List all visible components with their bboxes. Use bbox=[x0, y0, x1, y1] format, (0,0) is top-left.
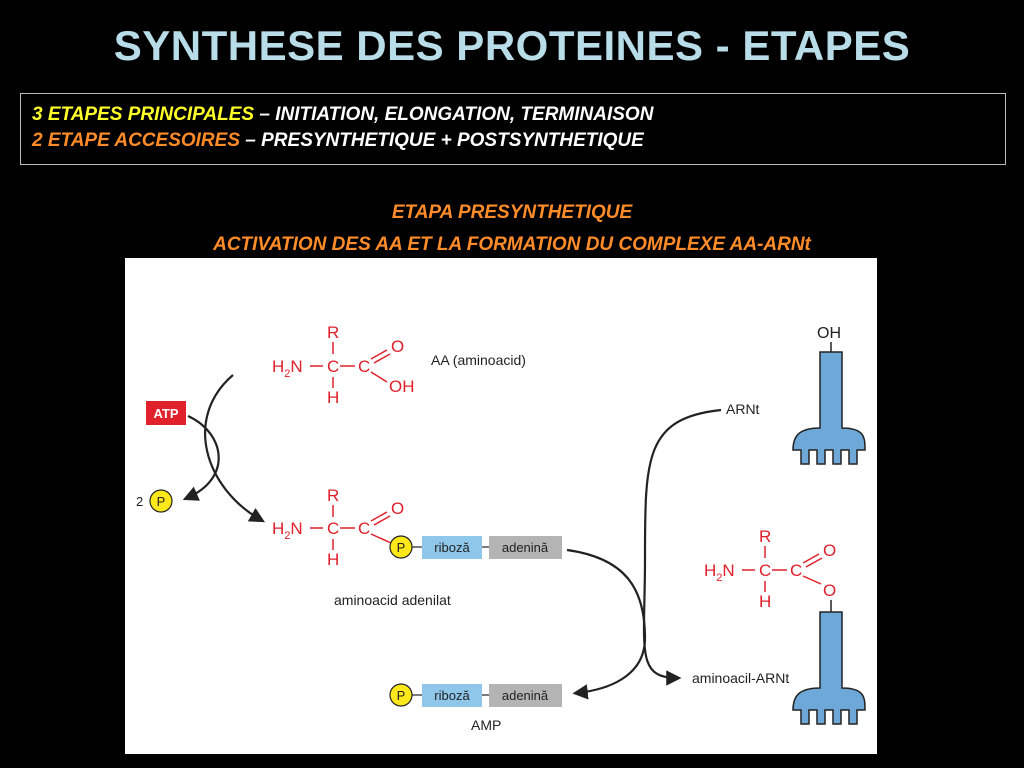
adenine-label: adenină bbox=[502, 540, 549, 555]
alpha-carbon: C bbox=[327, 357, 339, 376]
carbonyl-oxygen: O bbox=[391, 337, 404, 356]
alpha-hydrogen: H bbox=[759, 592, 771, 611]
ribose-label: riboză bbox=[434, 540, 470, 555]
accessory-stages-label: 2 ETAPE ACCESOIRES bbox=[32, 130, 240, 151]
alpha-carbon: C bbox=[327, 519, 339, 538]
amino-group: H2N bbox=[704, 561, 735, 584]
main-stages-label: 3 ETAPES PRINCIPALES bbox=[32, 104, 255, 125]
summary-box: 3 ETAPES PRINCIPALES – INITIATION, ELONG… bbox=[20, 93, 1006, 165]
adenine-box bbox=[489, 536, 562, 559]
ribose-box bbox=[422, 536, 482, 559]
trna-shape bbox=[792, 351, 866, 465]
ester-oxygen: O bbox=[823, 581, 836, 600]
amp-release-arrow bbox=[566, 548, 647, 700]
r-group: R bbox=[759, 527, 771, 546]
aminoacyl-trna-label: aminoacil-ARNt bbox=[692, 670, 789, 686]
pyrophosphate-circle bbox=[149, 489, 173, 513]
r-group: R bbox=[327, 323, 339, 342]
carboxyl-carbon: C bbox=[358, 357, 370, 376]
trna-oh-label: OH bbox=[817, 325, 841, 342]
aa-label: AA (aminoacid) bbox=[431, 352, 526, 368]
amino-group: H2N bbox=[272, 519, 303, 542]
amp-adenine-box bbox=[489, 684, 562, 707]
amp-ribose-label: riboză bbox=[434, 688, 470, 703]
amino-group: H2N bbox=[272, 357, 303, 380]
pyrophosphate-label: P bbox=[157, 494, 166, 509]
summary-line-2: 2 ETAPE ACCESOIRES – PRESYNTHETIQUE + PO… bbox=[32, 128, 1005, 154]
diagram-panel: R H2N C C H O OH AA (aminoacid) ATP 2 P … bbox=[125, 258, 877, 754]
alpha-hydrogen: H bbox=[327, 388, 339, 407]
alpha-hydrogen: H bbox=[327, 550, 339, 569]
carbonyl-oxygen: O bbox=[391, 499, 404, 518]
activation-arrow bbox=[204, 374, 266, 523]
atp-label: ATP bbox=[153, 406, 178, 421]
amp-phosphate-label: P bbox=[397, 688, 406, 703]
r-group: R bbox=[327, 486, 339, 505]
hydroxyl-group: OH bbox=[389, 377, 415, 396]
section-heading: ETAPA PRESYNTHETIQUE bbox=[391, 202, 633, 223]
alpha-carbon: C bbox=[759, 561, 771, 580]
phosphate-label: P bbox=[397, 540, 406, 555]
adenylate-label: aminoacid adenilat bbox=[334, 592, 451, 608]
summary-line-1: 3 ETAPES PRINCIPALES – INITIATION, ELONG… bbox=[32, 102, 1005, 128]
amino-acid-structure: R H2N C C H O OH bbox=[272, 323, 415, 407]
pyrophosphate-count: 2 bbox=[136, 494, 143, 509]
accessory-stages-list: – PRESYNTHETIQUE + POSTSYNTHETIQUE bbox=[245, 130, 644, 151]
aminoacyl-trna-structure: R H2N C C H O O bbox=[704, 527, 836, 611]
aminoacyl-trna-shape bbox=[792, 611, 866, 725]
carbonyl-oxygen: O bbox=[823, 541, 836, 560]
carboxyl-carbon: C bbox=[358, 519, 370, 538]
activation-diagram: R H2N C C H O OH AA (aminoacid) ATP 2 P … bbox=[136, 323, 866, 733]
trna-arrow bbox=[642, 408, 722, 686]
aminoacyl-adenylate-structure: R H2N C C H O bbox=[272, 486, 404, 569]
carboxyl-carbon: C bbox=[790, 561, 802, 580]
section-subheading: ACTIVATION DES AA ET LA FORMATION DU COM… bbox=[213, 234, 811, 255]
amp-label: AMP bbox=[471, 717, 501, 733]
main-stages-list: – INITIATION, ELONGATION, TERMINAISON bbox=[259, 104, 654, 125]
page-title: SYNTHESE DES PROTEINES - ETAPES bbox=[113, 22, 911, 69]
pyrophosphate-arrow bbox=[182, 415, 220, 501]
atp-box bbox=[146, 401, 186, 425]
amp-ribose-box bbox=[422, 684, 482, 707]
amp-adenine-label: adenină bbox=[502, 688, 549, 703]
trna-label: ARNt bbox=[726, 401, 760, 417]
